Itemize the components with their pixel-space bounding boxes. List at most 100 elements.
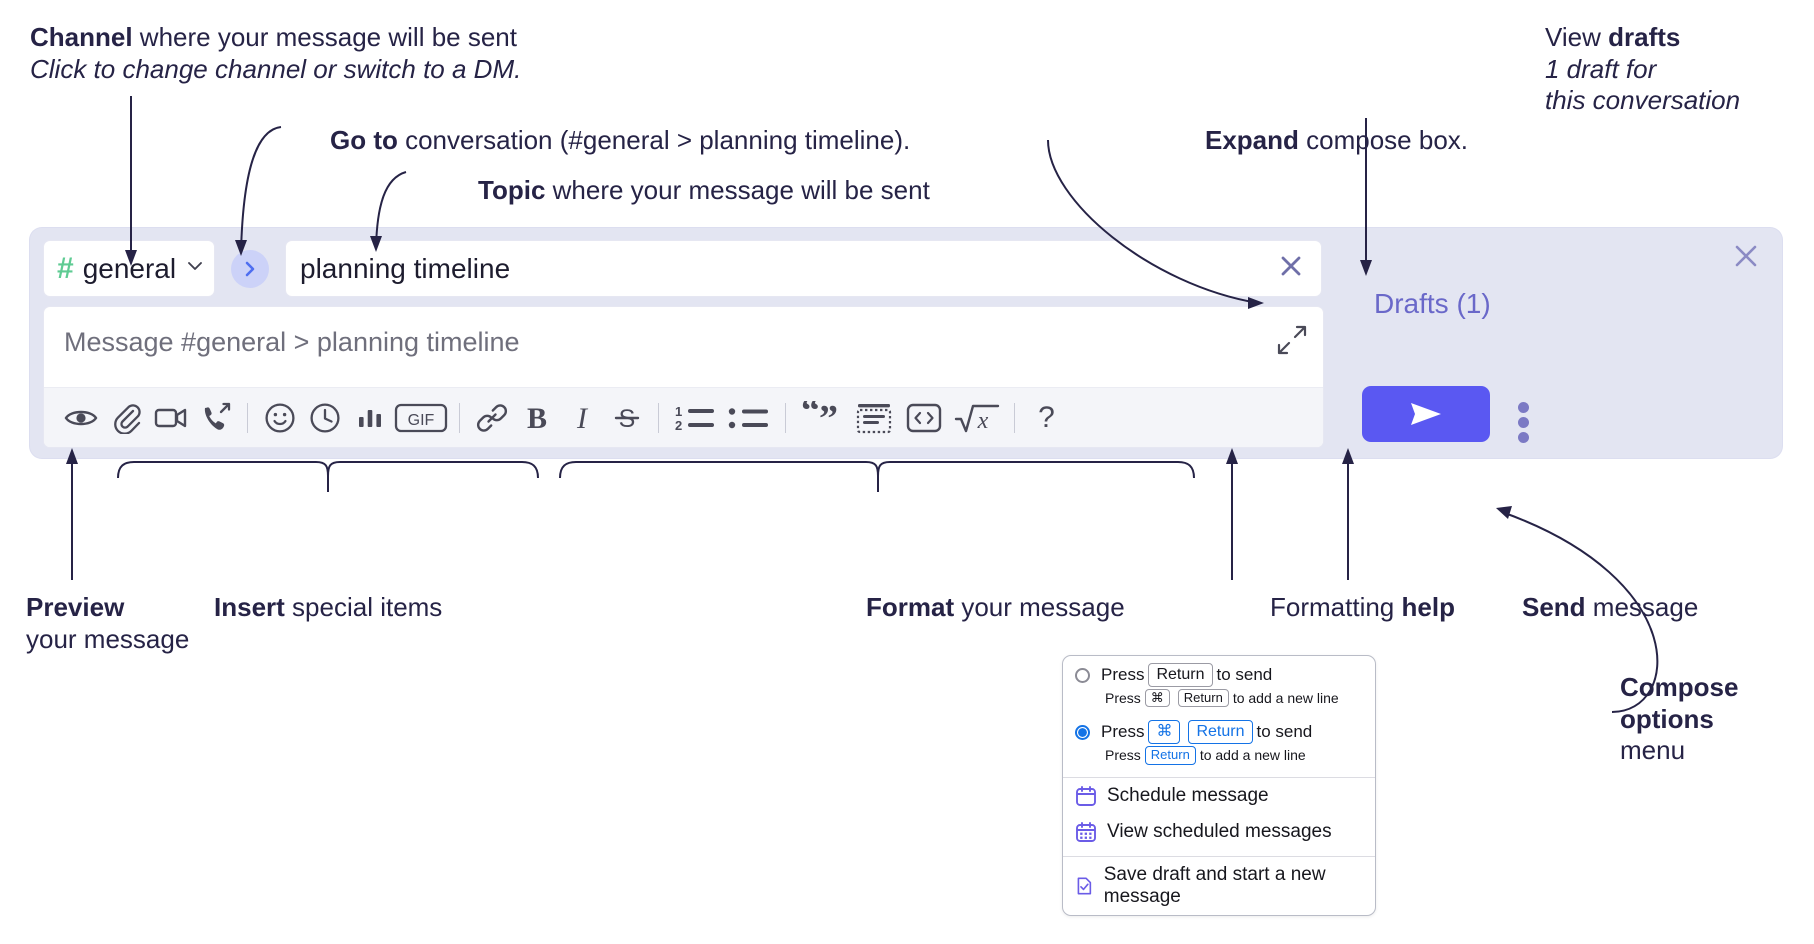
bold-icon: B bbox=[526, 402, 546, 434]
annotation-formatting-help: Formatting help bbox=[1270, 592, 1455, 624]
compose-inner: # general planning timeline bbox=[43, 240, 1324, 448]
option2-press: Press bbox=[1101, 722, 1145, 742]
annotation-options-rest: menu bbox=[1620, 735, 1686, 766]
link-icon bbox=[476, 403, 507, 432]
key-return: Return bbox=[1148, 663, 1213, 687]
italic-button[interactable]: I bbox=[559, 395, 604, 440]
option1-press: Press bbox=[1101, 665, 1145, 684]
option2-sub-press: Press bbox=[1105, 747, 1141, 764]
annotation-send: Send message bbox=[1522, 592, 1698, 624]
call-button[interactable] bbox=[193, 395, 238, 440]
dot bbox=[1517, 417, 1529, 428]
dot bbox=[1517, 402, 1529, 413]
clock-icon bbox=[309, 402, 340, 433]
option1-sub-tail: to add a new line bbox=[1232, 690, 1339, 707]
drafts-link[interactable]: Drafts (1) bbox=[1374, 288, 1491, 319]
channel-name: general bbox=[82, 252, 177, 284]
message-placeholder: Message #general > planning timeline bbox=[64, 327, 520, 357]
inline-code-icon bbox=[906, 403, 942, 432]
message-input-box[interactable]: Message #general > planning timeline bbox=[43, 306, 1324, 448]
annotation-format-rest: your message bbox=[954, 592, 1125, 622]
annotation-preview-bold: Preview bbox=[26, 592, 125, 622]
radio-button-selected[interactable] bbox=[1075, 724, 1090, 740]
annotation-expand-rest: compose box. bbox=[1298, 125, 1469, 155]
menu-option-return-to-send[interactable]: Press Return to send bbox=[1063, 656, 1375, 689]
menu-divider bbox=[1063, 855, 1375, 857]
italic-icon: I bbox=[576, 402, 589, 434]
menu-item-save-draft[interactable]: Save draft and start a new message bbox=[1063, 857, 1375, 915]
svg-text:GIF: GIF bbox=[408, 412, 435, 429]
svg-text:2: 2 bbox=[675, 418, 682, 433]
menu-item-schedule-message[interactable]: Schedule message bbox=[1063, 778, 1375, 814]
svg-text:”: ” bbox=[819, 401, 838, 435]
annotation-help-rest: Formatting bbox=[1270, 592, 1402, 622]
annotation-expand: Expand compose box. bbox=[1205, 125, 1468, 157]
send-message-button[interactable] bbox=[1362, 386, 1490, 442]
emoji-icon bbox=[264, 402, 295, 433]
annotation-compose-options: Compose options menu bbox=[1620, 672, 1738, 767]
ordered-list-icon: 1 2 bbox=[675, 404, 714, 433]
annotation-goto-bold: Go to bbox=[330, 125, 398, 155]
link-button[interactable] bbox=[469, 395, 514, 440]
video-camera-icon bbox=[154, 408, 186, 427]
poll-button[interactable] bbox=[347, 395, 392, 440]
channel-selector[interactable]: # general bbox=[43, 240, 215, 297]
toolbar-divider bbox=[247, 402, 248, 433]
menu-item-view-scheduled-messages[interactable]: View scheduled messages bbox=[1063, 814, 1375, 850]
strikethrough-icon: S bbox=[614, 405, 639, 433]
formatting-help-button[interactable]: ? bbox=[1024, 395, 1069, 440]
calendar-icon bbox=[1076, 785, 1096, 806]
ordered-list-button[interactable]: 1 2 bbox=[668, 395, 722, 440]
annotation-channel-bold: Channel bbox=[30, 22, 133, 52]
clear-topic-button[interactable] bbox=[1275, 250, 1307, 287]
attachment-button[interactable] bbox=[103, 395, 148, 440]
goto-conversation-button[interactable] bbox=[231, 250, 269, 288]
svg-text:1: 1 bbox=[675, 404, 682, 419]
svg-text:x: x bbox=[977, 408, 989, 434]
gif-button[interactable]: GIF bbox=[392, 395, 450, 440]
reminder-button[interactable] bbox=[302, 395, 347, 440]
svg-text:I: I bbox=[576, 402, 589, 434]
menu-option-cmd-return-to-send[interactable]: Press ⌘ Return to send bbox=[1063, 713, 1375, 746]
annotation-insert: Insert special items bbox=[214, 592, 442, 624]
annotation-format: Format your message bbox=[866, 592, 1125, 624]
annotation-options-bold2: options bbox=[1620, 703, 1714, 734]
annotation-channel-rest: where your message will be sent bbox=[132, 22, 517, 52]
option2-tosend: to send bbox=[1256, 722, 1313, 742]
svg-text:B: B bbox=[526, 402, 546, 434]
topic-field[interactable]: planning timeline bbox=[285, 240, 1322, 297]
annotation-topic-bold: Topic bbox=[478, 175, 546, 205]
draft-save-icon bbox=[1077, 877, 1092, 894]
annotation-channel-sub: Click to change channel or switch to a D… bbox=[30, 53, 522, 84]
send-icon bbox=[1411, 403, 1441, 425]
preview-button[interactable] bbox=[58, 395, 103, 440]
blockquote-button[interactable]: “ ” bbox=[795, 395, 849, 440]
menu-item-label: Save draft and start a new message bbox=[1103, 863, 1326, 907]
annotation-drafts-sub2: this conversation bbox=[1545, 85, 1741, 116]
bold-button[interactable]: B bbox=[514, 395, 559, 440]
annotation-format-bold: Format bbox=[866, 592, 955, 622]
gif-icon: GIF bbox=[394, 403, 448, 432]
option1-subtext: Press ⌘ Return to add a new line bbox=[1063, 689, 1375, 713]
menu-item-label: View scheduled messages bbox=[1107, 820, 1332, 842]
video-button[interactable] bbox=[148, 395, 193, 440]
math-button[interactable]: x bbox=[949, 395, 1005, 440]
strikethrough-button[interactable]: S bbox=[604, 395, 649, 440]
option1-tosend: to send bbox=[1216, 665, 1273, 684]
radio-button[interactable] bbox=[1075, 667, 1090, 683]
code-block-button[interactable] bbox=[849, 395, 899, 440]
close-icon bbox=[1735, 245, 1757, 267]
expand-compose-button[interactable] bbox=[1277, 325, 1307, 360]
close-panel-button[interactable] bbox=[1730, 240, 1762, 277]
emoji-button[interactable] bbox=[257, 395, 302, 440]
compose-options-button[interactable] bbox=[1510, 398, 1536, 447]
compose-panel: # general planning timeline bbox=[30, 228, 1782, 458]
menu-item-label: Schedule message bbox=[1107, 784, 1269, 806]
key-return: Return bbox=[1188, 720, 1253, 745]
poll-icon bbox=[358, 409, 381, 427]
bulleted-list-button[interactable] bbox=[722, 395, 776, 440]
key-command: ⌘ bbox=[1144, 689, 1170, 708]
menu-divider bbox=[1063, 776, 1375, 778]
annotation-insert-rest: special items bbox=[284, 592, 443, 622]
inline-code-button[interactable] bbox=[899, 395, 949, 440]
